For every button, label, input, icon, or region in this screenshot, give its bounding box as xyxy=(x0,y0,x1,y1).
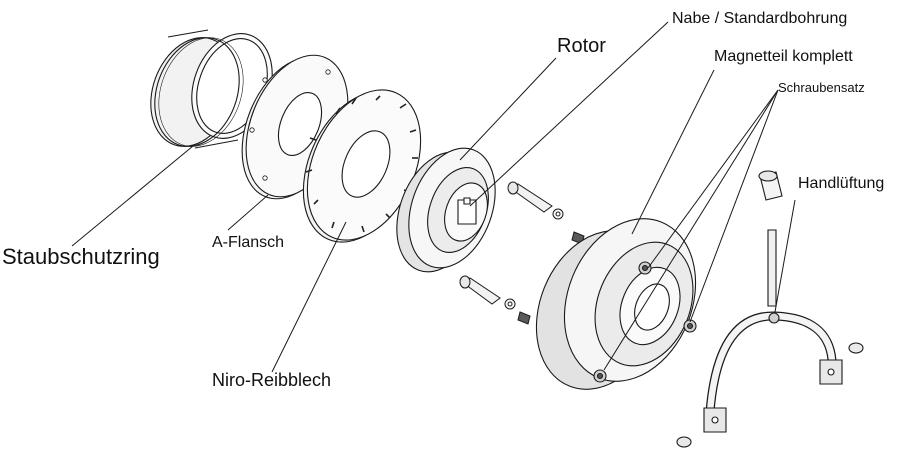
friction-plate-part xyxy=(281,72,442,260)
leader-rotor xyxy=(459,57,557,161)
leader-staubschutzring xyxy=(71,145,194,247)
label-rotor: Rotor xyxy=(557,35,606,57)
label-niro-reibblech: Niro-Reibblech xyxy=(212,370,332,390)
leader-nabe xyxy=(469,21,669,207)
leader-a-flansch xyxy=(227,194,269,231)
leader-niro-reibblech xyxy=(271,221,347,373)
leader-schrauben-1 xyxy=(647,89,779,269)
leader-handlueftung xyxy=(774,199,796,313)
leader-lines xyxy=(71,21,796,373)
label-staubschutzring: Staubschutzring xyxy=(2,244,160,269)
screw-upper-part xyxy=(508,182,584,244)
label-schraubensatz: Schraubensatz xyxy=(778,80,865,95)
label-magnetteil: Magnetteil komplett xyxy=(714,48,853,65)
label-nabe: Nabe / Standardbohrung xyxy=(672,10,848,27)
leader-schrauben-2 xyxy=(689,89,779,323)
screw-lower-part xyxy=(460,276,530,324)
rotor-part xyxy=(381,136,511,284)
label-handlueftung: Handlüftung xyxy=(798,175,885,192)
magnet-part xyxy=(514,199,697,409)
label-a-flansch: A-Flansch xyxy=(212,234,285,251)
leader-schrauben-3 xyxy=(603,89,779,371)
manual-release-part xyxy=(677,171,863,447)
leader-magnetteil xyxy=(631,69,715,235)
